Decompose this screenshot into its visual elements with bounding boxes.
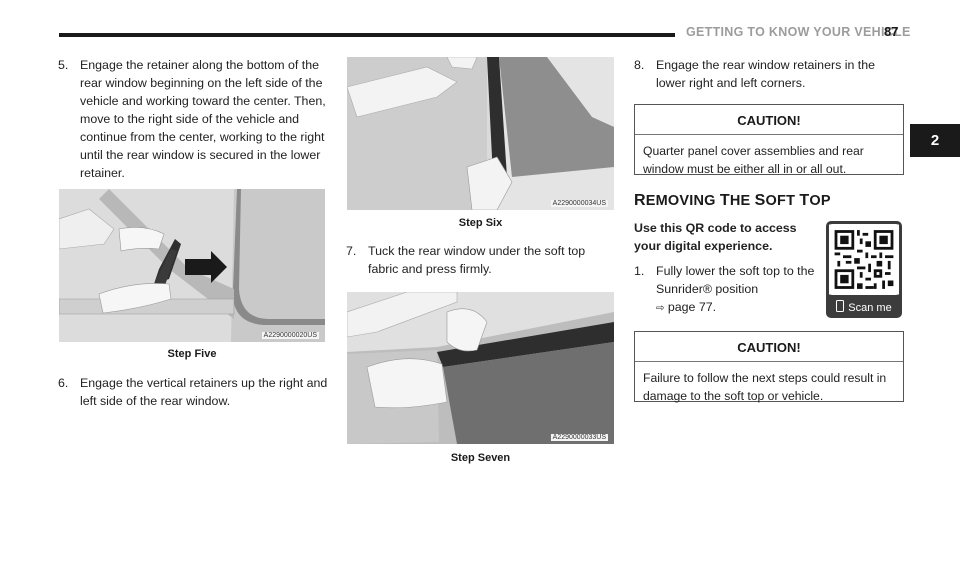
figure-step-five: A2290000020US — [59, 189, 325, 342]
caution-heading: CAUTION! — [635, 332, 903, 362]
left-column-lower: 6. Engage the vertical retainers up the … — [58, 374, 328, 410]
step-seven-illustration — [347, 292, 614, 444]
figure-step-seven: A2290000033US — [347, 292, 614, 444]
running-header-title: GETTING TO KNOW YOUR VEHICLE — [686, 25, 911, 39]
arrow-right-icon: ⇨ — [656, 303, 665, 314]
step-8: 8. Engage the rear window retainers in t… — [634, 56, 904, 92]
right-column: 8. Engage the rear window retainers in t… — [634, 56, 904, 92]
step-number: 6. — [58, 376, 69, 390]
header-rule — [59, 33, 675, 37]
left-column: 5. Engage the retainer along the bottom … — [58, 56, 328, 182]
chapter-tab[interactable]: 2 — [910, 124, 960, 157]
step-text: Tuck the rear window under the soft top … — [368, 244, 586, 276]
figure-caption: Step Seven — [450, 452, 511, 464]
step-text: Fully lower the soft top to the Sunrider… — [656, 264, 815, 296]
step-7: 7. Tuck the rear window under the soft t… — [346, 242, 616, 278]
step-number: 5. — [58, 58, 69, 72]
qr-intro-text: Use this QR code to access your digital … — [634, 221, 797, 253]
figure-caption: Step Six — [458, 217, 503, 229]
step-text: Engage the vertical retainers up the rig… — [80, 376, 328, 408]
step-1: 1. Fully lower the soft top to the Sunri… — [634, 262, 824, 318]
right-column-step-1: 1. Fully lower the soft top to the Sunri… — [634, 262, 824, 318]
step-text: Engage the rear window retainers in the … — [656, 58, 876, 90]
step-five-illustration — [59, 189, 325, 342]
page-number: 87 — [884, 24, 899, 39]
step-text: Engage the retainer along the bottom of … — [80, 58, 326, 180]
step-six-illustration — [347, 57, 614, 210]
caution-text: Failure to follow the next steps could r… — [643, 371, 887, 403]
qr-code-image[interactable] — [829, 224, 899, 295]
middle-column: 7. Tuck the rear window under the soft t… — [346, 242, 616, 278]
caution-box-next-steps: CAUTION! Failure to follow the next step… — [634, 331, 904, 403]
step-5: 5. Engage the retainer along the bottom … — [58, 56, 328, 182]
page-reference-link[interactable]: page 77. — [667, 300, 717, 314]
qr-code-scan-box[interactable]: Scan me — [826, 221, 902, 318]
caution-heading: CAUTION! — [635, 105, 903, 135]
qr-code-icon — [829, 224, 899, 295]
figure-code: A2290000033US — [550, 434, 608, 441]
section-heading-removing-soft-top: REMOVING THE SOFT TOP — [634, 192, 831, 209]
step-number: 7. — [346, 244, 357, 258]
figure-caption: Step Five — [167, 348, 217, 360]
figure-step-six: A2290000034US — [347, 57, 614, 210]
figure-code: A2290000020US — [261, 332, 319, 339]
step-number: 1. — [634, 264, 645, 278]
step-number: 8. — [634, 58, 645, 72]
caution-box-quarter-panel: CAUTION! Quarter panel cover assemblies … — [634, 104, 904, 176]
caution-text: Quarter panel cover assemblies and rear … — [643, 144, 864, 176]
figure-code: A2290000034US — [550, 200, 608, 207]
scan-me-label[interactable]: Scan me — [826, 300, 902, 314]
step-6: 6. Engage the vertical retainers up the … — [58, 374, 328, 410]
phone-icon — [836, 300, 845, 312]
